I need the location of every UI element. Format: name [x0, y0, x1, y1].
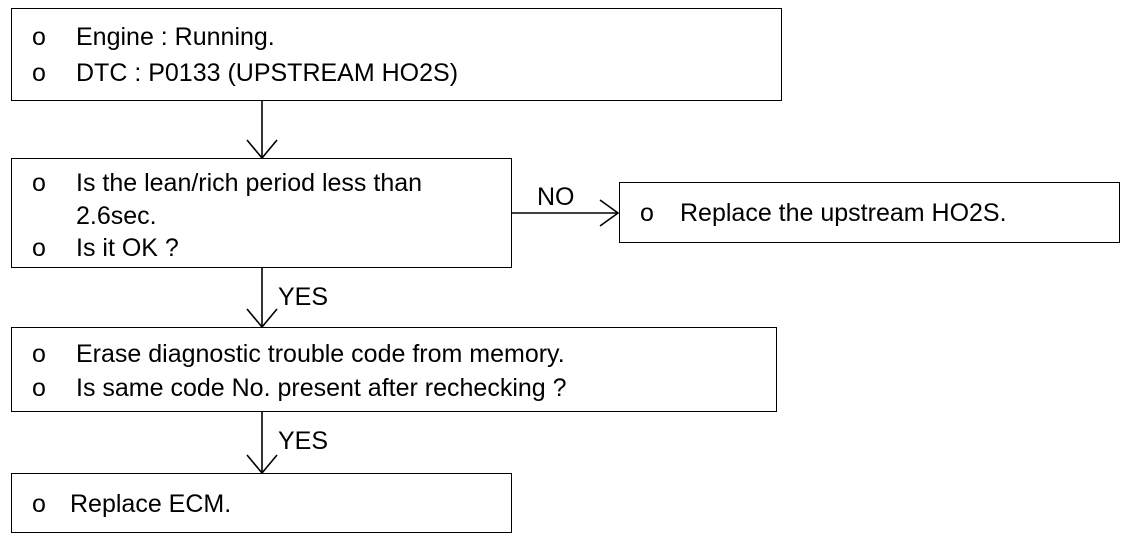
arrowhead [599, 199, 620, 227]
item-text: Is same code No. present after recheckin… [76, 374, 567, 402]
bullet: o [32, 490, 46, 518]
item-text: Replace the upstream HO2S. [680, 199, 1007, 227]
start-conditions-box: o Engine : Running. o DTC : P0133 (UPSTR… [11, 8, 782, 101]
bullet: o [32, 169, 46, 197]
check-period-box: o Is the lean/rich period less than 2.6s… [11, 158, 512, 268]
bullet: o [32, 374, 46, 402]
bullet: o [32, 23, 46, 51]
item-text: Replace ECM. [70, 490, 232, 518]
replace-ecm-box: o Replace ECM. [11, 473, 512, 533]
item-text: 2.6sec. [76, 202, 157, 230]
bullet: o [32, 59, 46, 87]
item-text: Is it OK ? [76, 234, 179, 262]
bullet: o [32, 340, 46, 368]
edge-label-no: NO [537, 183, 575, 211]
edge-label-yes: YES [278, 283, 329, 311]
item-text: DTC : P0133 (UPSTREAM HO2S) [76, 59, 459, 87]
replace-ho2s-box: o Replace the upstream HO2S. [619, 182, 1120, 243]
edge-label-yes: YES [278, 427, 329, 455]
bullet: o [32, 234, 46, 262]
erase-dtc-box: o Erase diagnostic trouble code from mem… [11, 327, 777, 412]
item-text: Is the lean/rich period less than [76, 169, 423, 197]
item-text: Erase diagnostic trouble code from memor… [76, 340, 565, 368]
item-text: Engine : Running. [76, 23, 275, 51]
bullet: o [640, 199, 654, 227]
